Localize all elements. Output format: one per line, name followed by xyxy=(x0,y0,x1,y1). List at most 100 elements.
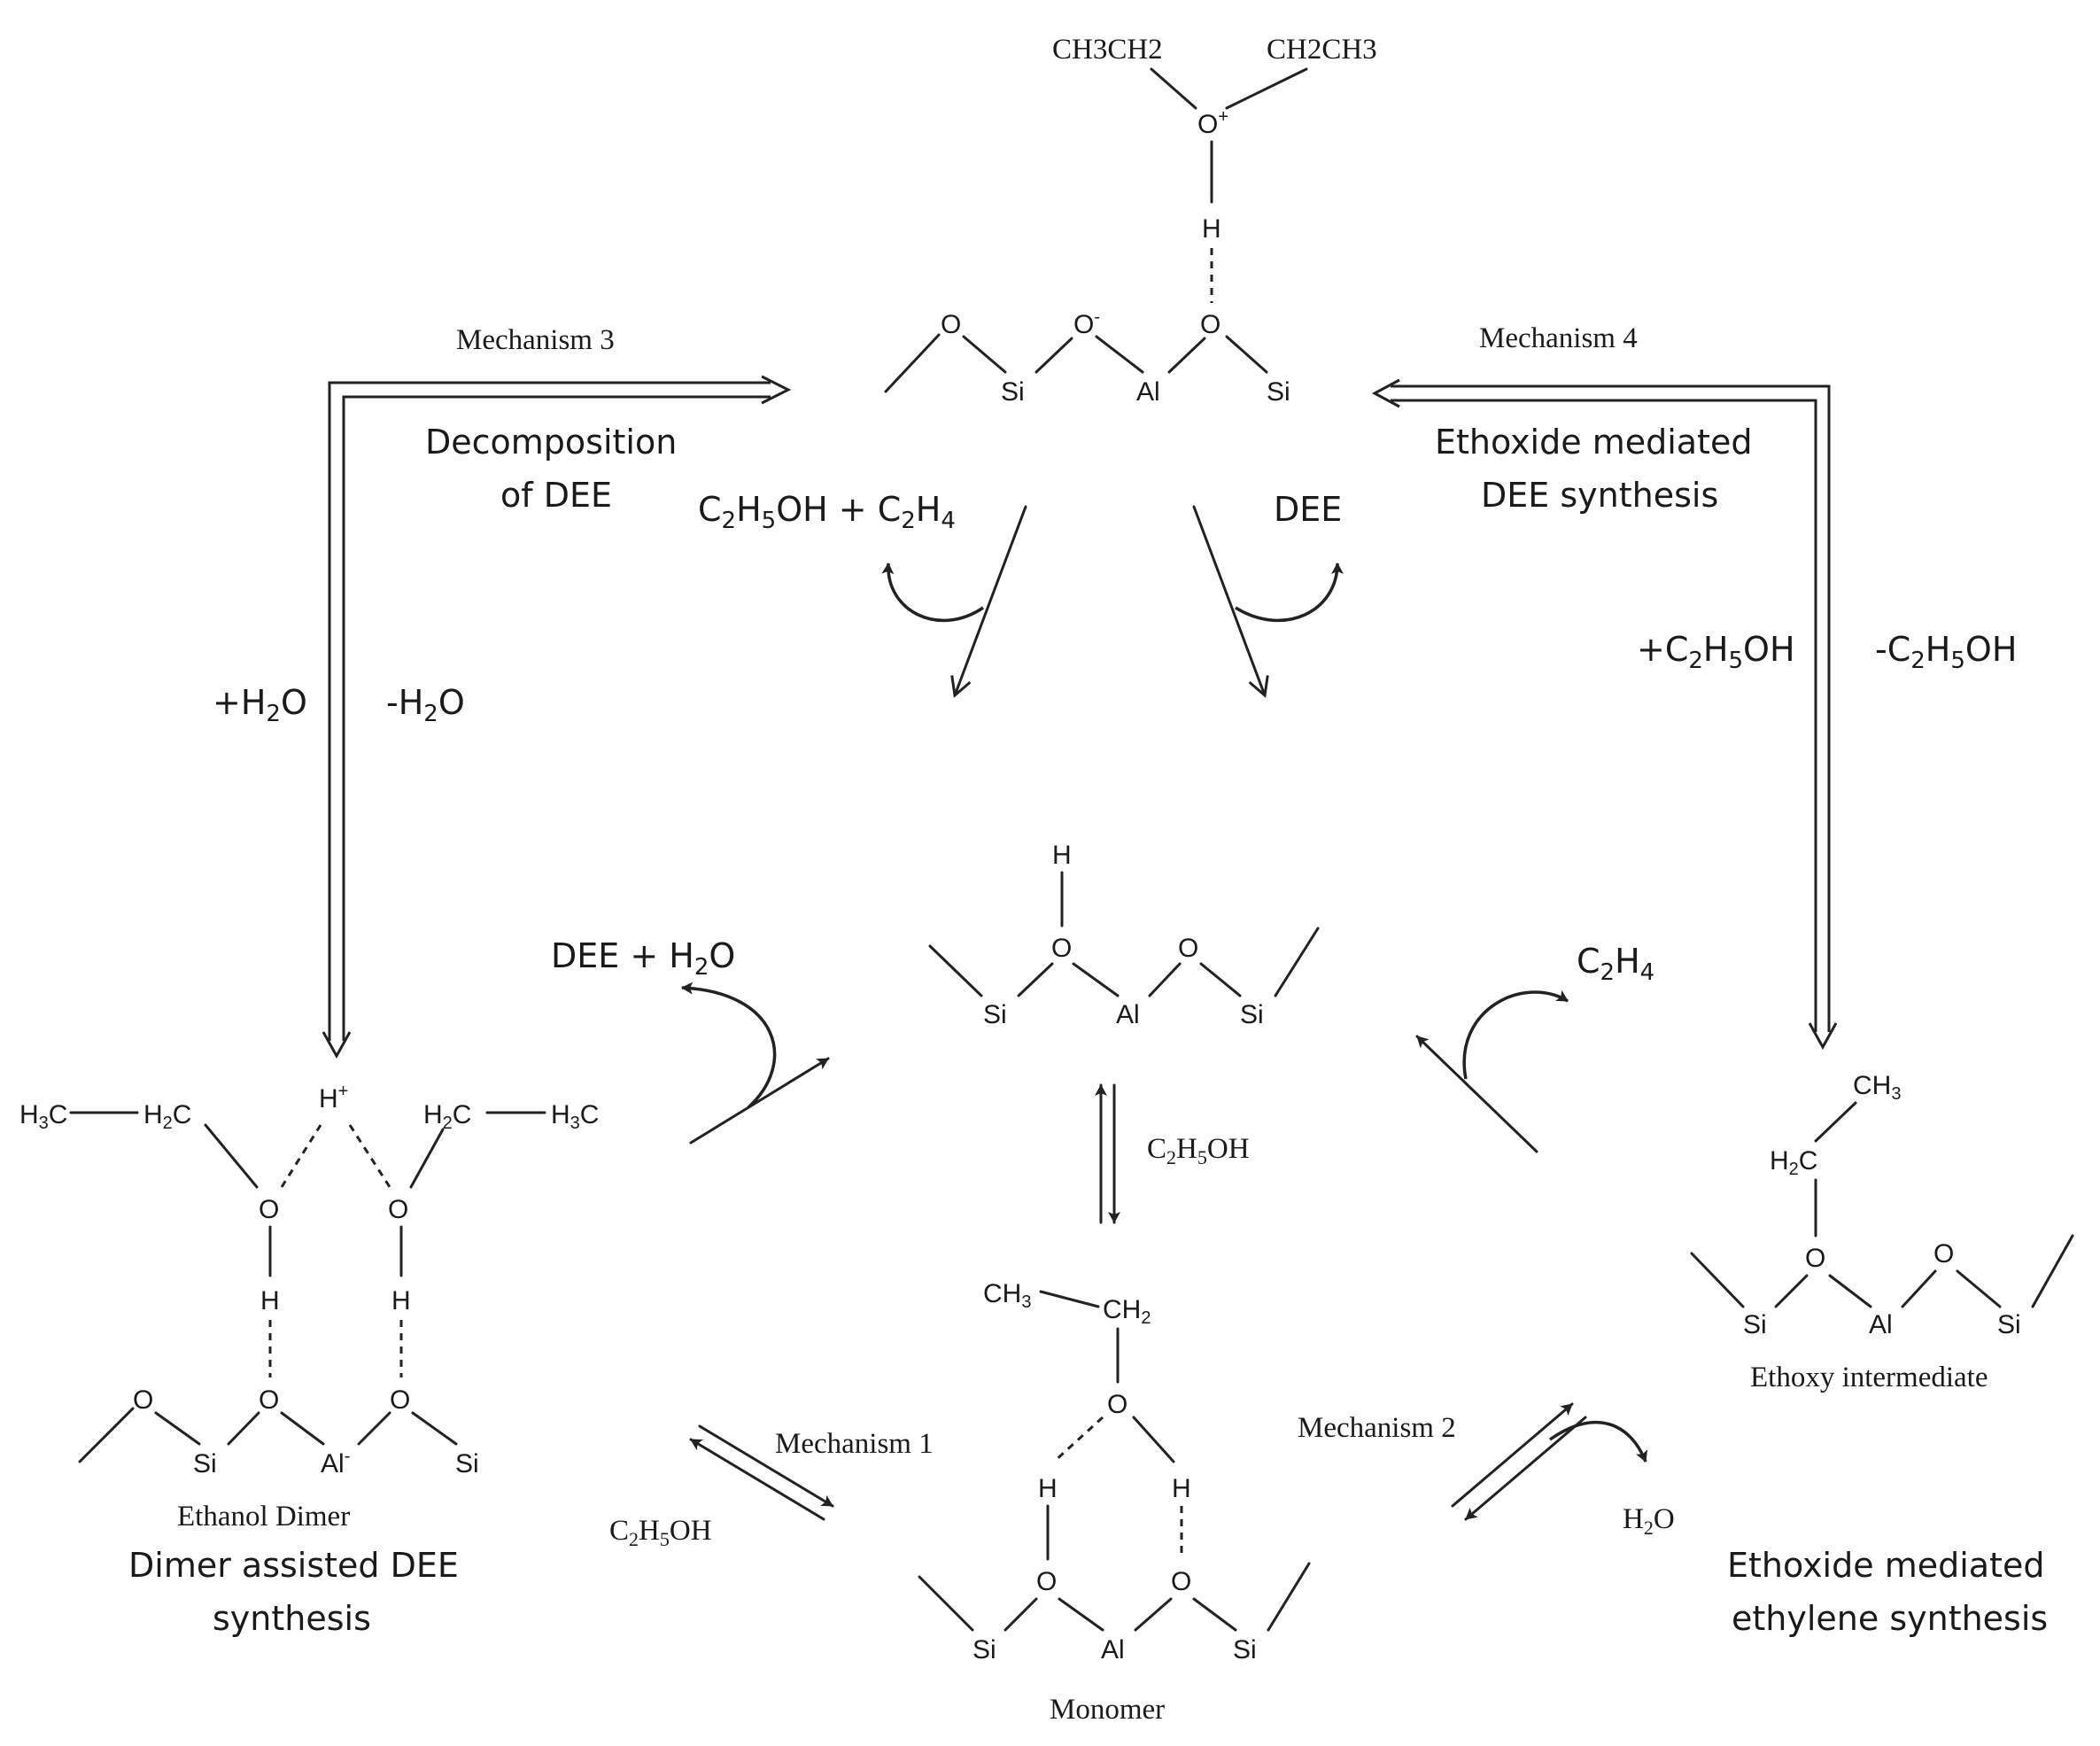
bond xyxy=(204,1123,259,1189)
h-atom: H xyxy=(260,1286,280,1315)
o-atom: O xyxy=(1933,1239,1954,1269)
bond xyxy=(227,1411,260,1446)
ethanol-center-label: C2H5OH xyxy=(1147,1133,1250,1168)
h-plus-atom: H+ xyxy=(319,1082,348,1114)
water-right-label: H2O xyxy=(1623,1503,1675,1539)
h-atom: H xyxy=(391,1286,411,1315)
o-atom: O xyxy=(1178,934,1198,963)
plus-h2o-label: +H2O xyxy=(213,683,307,727)
bond xyxy=(280,1411,325,1446)
bond xyxy=(1132,1416,1175,1463)
mechanism-4-label: Mechanism 4 xyxy=(1479,322,1638,354)
mechanism-3-label: Mechanism 3 xyxy=(456,324,615,356)
bond xyxy=(918,1575,974,1632)
o-atom: O xyxy=(1051,934,1072,963)
o-atom: O xyxy=(259,1385,279,1415)
o-atom: O xyxy=(1107,1390,1127,1419)
h-atom: H xyxy=(1202,214,1221,244)
bond xyxy=(962,335,1007,374)
bond xyxy=(1690,1252,1745,1308)
h2c-left-label: H2C xyxy=(143,1100,191,1133)
o-plus-atom: O+ xyxy=(1197,107,1228,139)
ethoxide-ethylene-title-line2: ethylene synthesis xyxy=(1732,1599,2048,1638)
ethoxy-intermediate-label: Ethoxy intermediate xyxy=(1750,1362,1988,1393)
ch3-label: CH3 xyxy=(1853,1071,1901,1104)
o-atom: O xyxy=(1805,1244,1825,1273)
al-atom: Al xyxy=(1116,1000,1140,1029)
al-minus-atom: Al- xyxy=(321,1447,350,1478)
bond xyxy=(1072,962,1120,997)
right-descending-arrow xyxy=(1192,505,1344,698)
mechanism-2-equilibrium-arrow xyxy=(1451,1402,1648,1521)
bond xyxy=(1004,1597,1038,1632)
bond xyxy=(1199,962,1242,997)
ethoxide-ethylene-title-line1: Ethoxide mediated xyxy=(1727,1546,2044,1585)
dee-plus-water-label: DEE + H2O xyxy=(551,936,735,981)
decomposition-title-line2: of DEE xyxy=(500,476,612,515)
bond xyxy=(1274,927,1320,997)
minus-h2o-label: -H2O xyxy=(386,683,465,727)
bond xyxy=(154,1411,201,1446)
bond xyxy=(1267,1562,1311,1632)
ethoxy-intermediate: CH3 H2C O Si Al O Si xyxy=(1690,1071,2074,1339)
bond xyxy=(1814,1101,1857,1143)
o-atom: O xyxy=(1171,1567,1191,1596)
dee-label: DEE xyxy=(1274,490,1342,529)
o-atom: O xyxy=(1036,1567,1057,1596)
h2c-label: H2C xyxy=(1770,1146,1817,1179)
dimer-to-site-arrow xyxy=(681,982,830,1145)
ethylene-label: C2H4 xyxy=(1577,942,1654,986)
ethoxide-dee-title-line1: Ethoxide mediated xyxy=(1435,423,1752,462)
al-atom: Al xyxy=(1101,1635,1125,1665)
bond xyxy=(1150,67,1197,110)
si-atom: Si xyxy=(455,1449,479,1478)
si-atom: Si xyxy=(1743,1310,1767,1339)
o-minus-atom: O- xyxy=(1073,307,1100,339)
bond xyxy=(1225,67,1308,110)
h-atom: H xyxy=(1172,1474,1191,1503)
si-atom: Si xyxy=(1267,377,1290,407)
bond xyxy=(1039,1290,1100,1308)
mechanism-2-label: Mechanism 2 xyxy=(1298,1412,1456,1444)
ethanol-monomer: CH3 CH2 O H H O O Si Al Si xyxy=(918,1279,1311,1665)
bond xyxy=(1225,335,1268,374)
o-atom: O xyxy=(388,1195,408,1224)
bond xyxy=(409,1128,445,1189)
ethanol-left-label: C2H5OH xyxy=(609,1515,712,1550)
bond xyxy=(1828,1274,1872,1308)
bond xyxy=(357,1411,391,1446)
si-atom: Si xyxy=(1240,1000,1264,1029)
si-atom: Si xyxy=(1001,377,1025,407)
o-atom: O xyxy=(941,310,961,339)
bond xyxy=(884,333,941,393)
al-atom: Al xyxy=(1136,377,1160,407)
h2c-right-label: H2C xyxy=(423,1100,471,1133)
ethanol-plus-ethylene-label: C2H5OH + C2H4 xyxy=(698,490,956,534)
bond xyxy=(1167,337,1206,374)
si-atom: Si xyxy=(973,1635,996,1665)
mechanism-4-double-arrow xyxy=(1371,378,1838,1051)
o-atom: O xyxy=(259,1195,279,1224)
bond xyxy=(1148,962,1182,997)
ethyl-left-label: CH3CH2 xyxy=(1052,34,1163,66)
h3c-left-label: H3C xyxy=(19,1100,67,1133)
hydrogen-bond xyxy=(1052,1416,1104,1463)
bond xyxy=(1035,337,1073,374)
ethoxy-to-site-arrow xyxy=(1415,989,1569,1153)
o-atom: O xyxy=(390,1385,410,1415)
bond xyxy=(1956,1269,2002,1308)
minus-ethanol-label: -C2H5OH xyxy=(1875,630,2017,674)
o-atom: O xyxy=(1200,310,1220,339)
si-atom: Si xyxy=(193,1449,217,1478)
plus-ethanol-label: +C2H5OH xyxy=(1637,630,1795,674)
mechanism-3-double-arrow xyxy=(322,375,792,1059)
dimer-dee-title-line1: Dimer assisted DEE xyxy=(128,1546,459,1585)
monomer-label: Monomer xyxy=(1050,1694,1165,1726)
mechanism-1-label: Mechanism 1 xyxy=(775,1428,934,1460)
hydrogen-bond xyxy=(280,1124,322,1188)
ethyl-right-label: CH2CH3 xyxy=(1267,34,1377,66)
ch3-label: CH3 xyxy=(983,1279,1031,1312)
left-descending-arrow xyxy=(881,505,1027,698)
bond xyxy=(1901,1269,1937,1308)
